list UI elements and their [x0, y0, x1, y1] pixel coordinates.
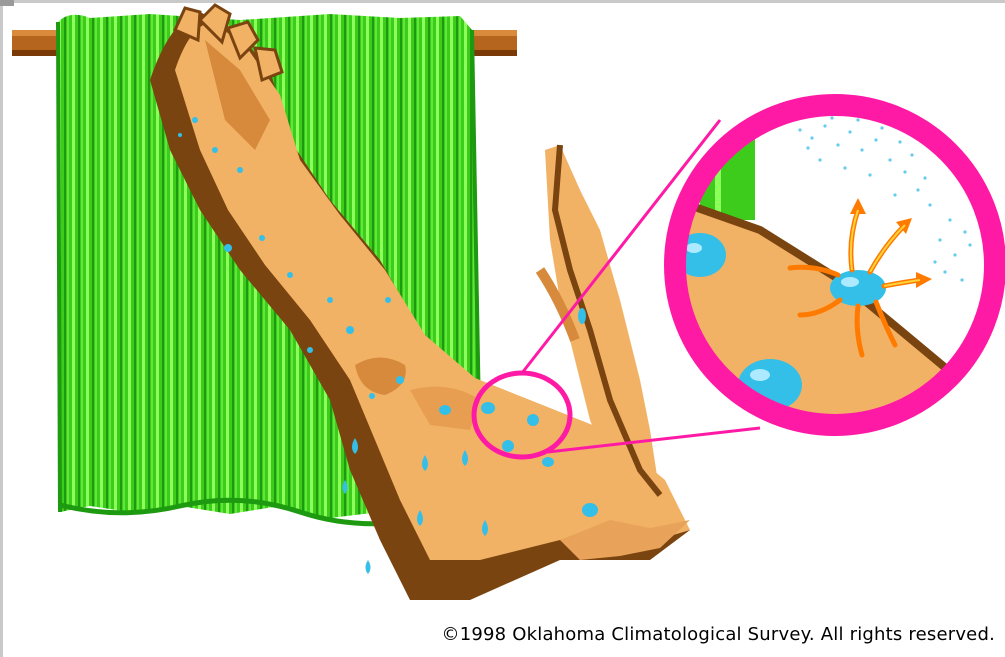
magnifier-icon: [660, 100, 1000, 440]
copyright-notice: ©1998 Oklahoma Climatological Survey. Al…: [442, 624, 995, 645]
